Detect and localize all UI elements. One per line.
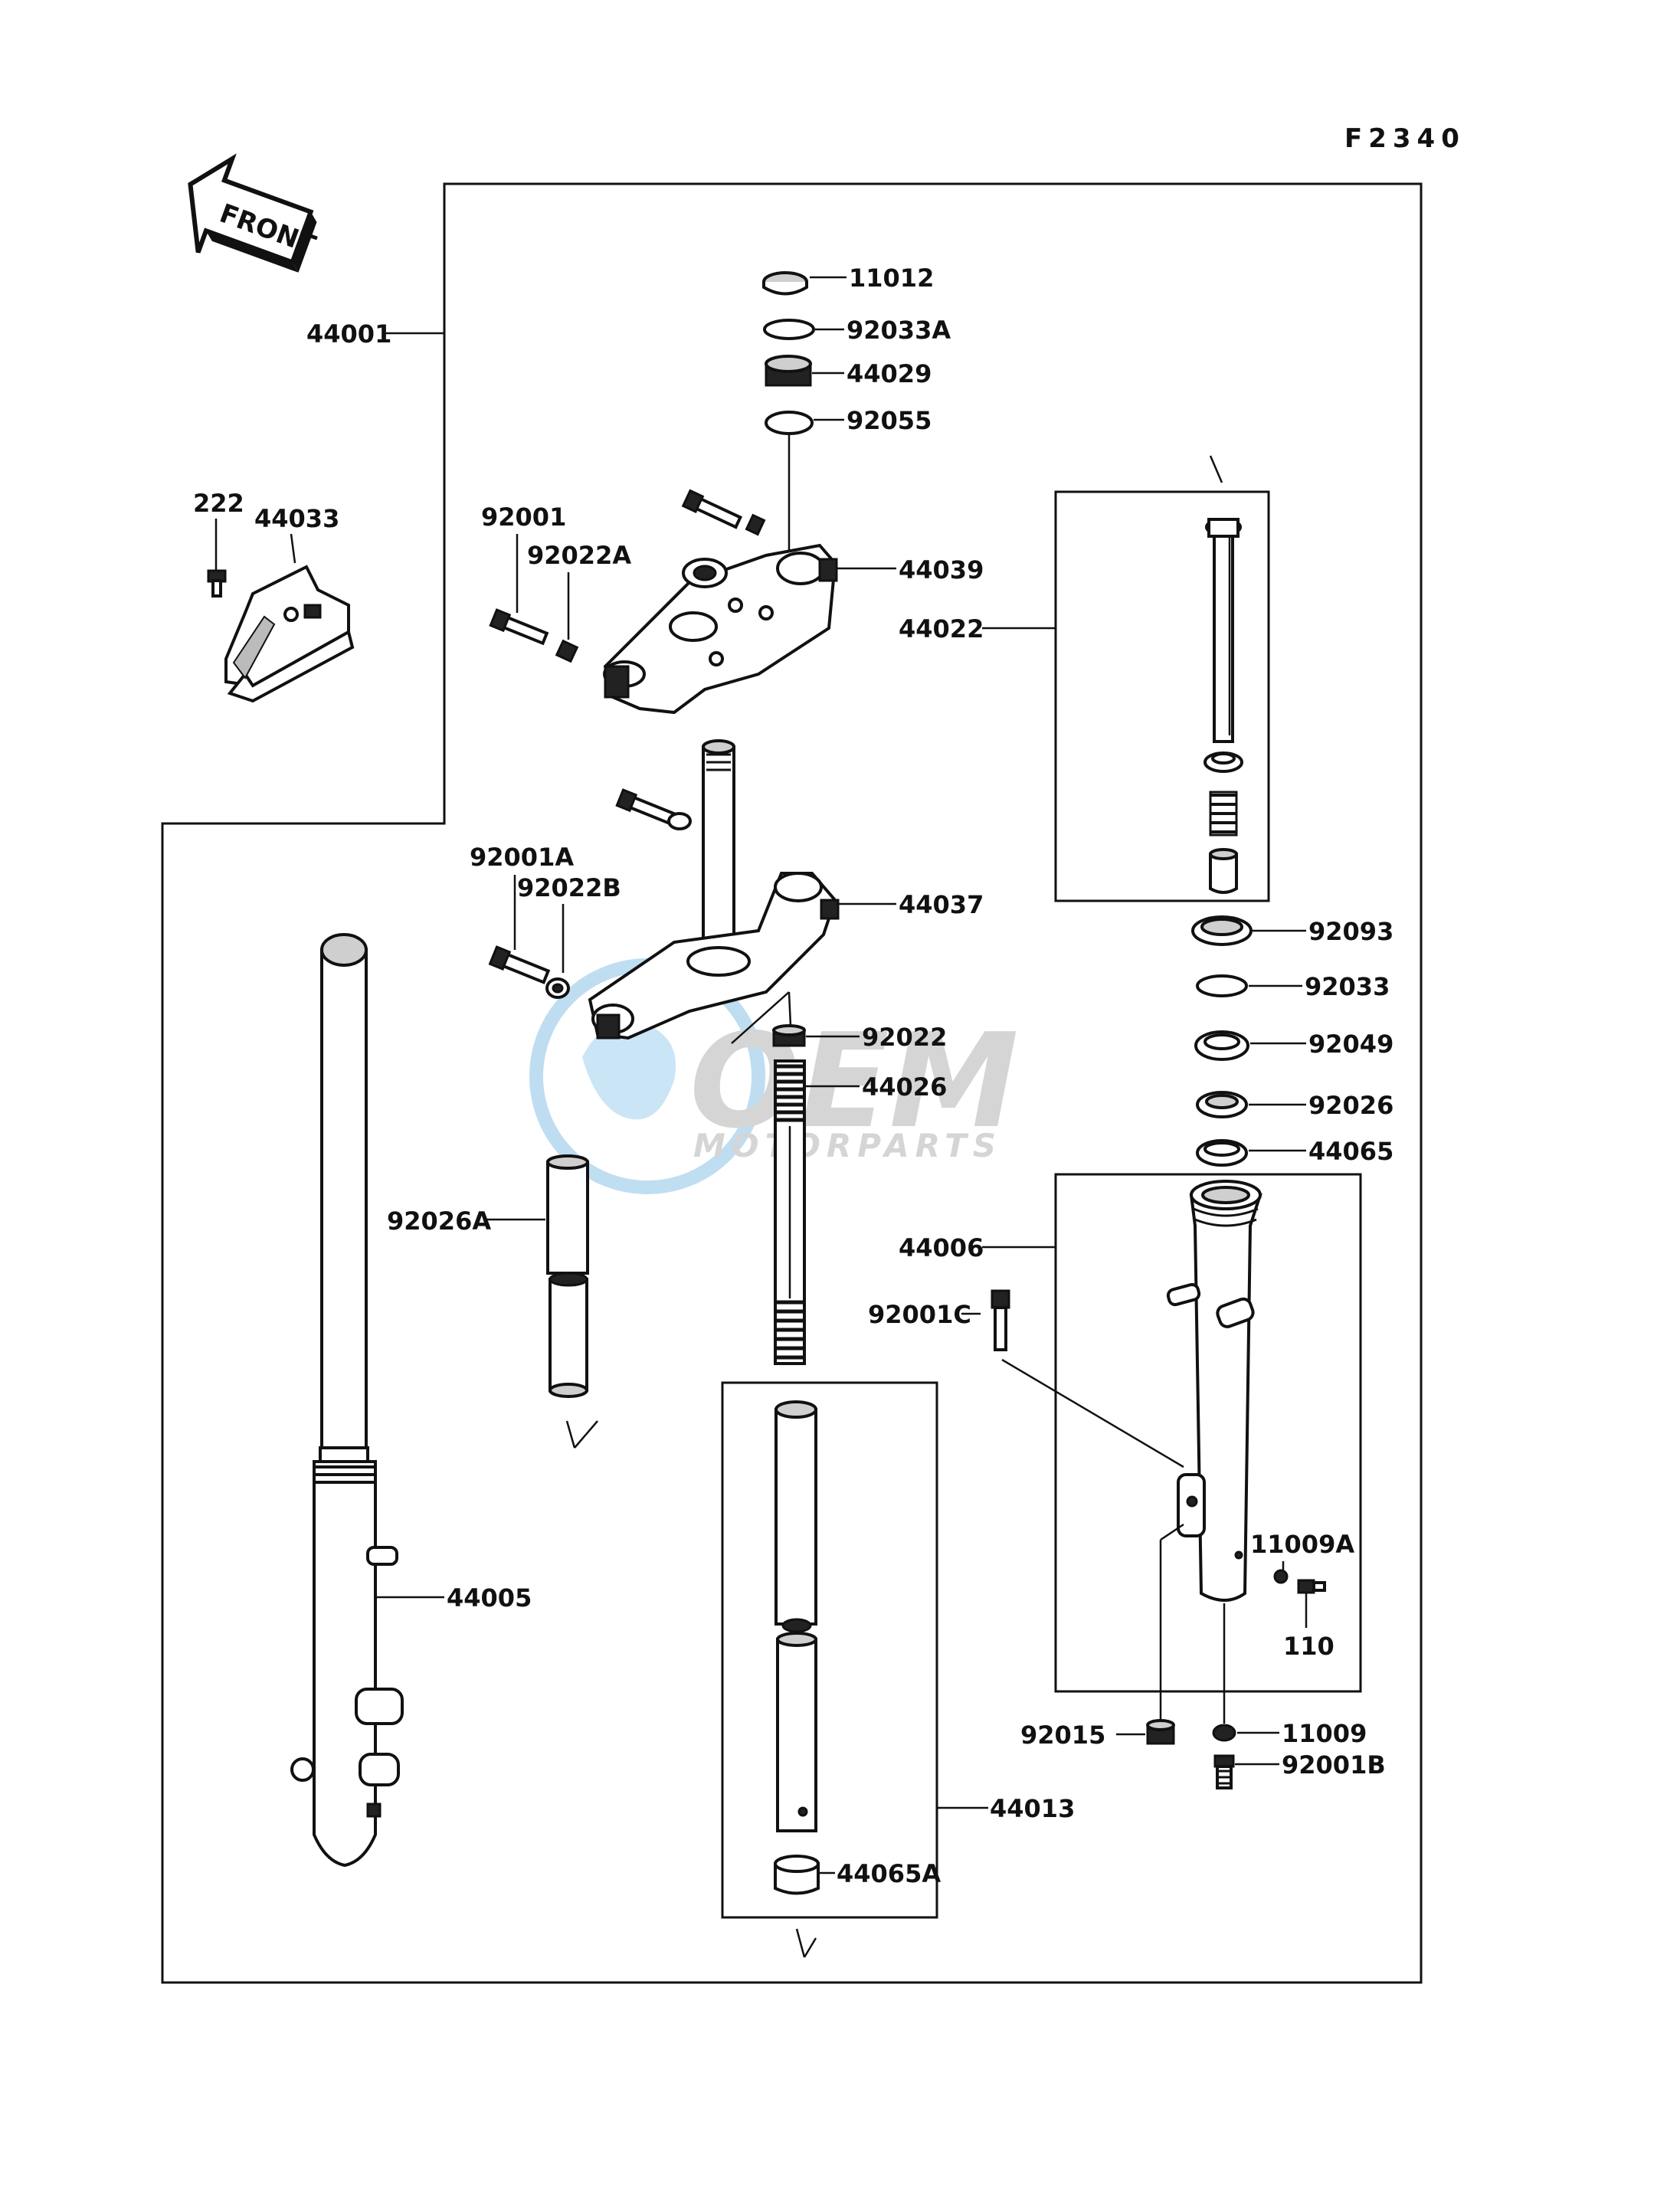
front-arrow-icon: FRONT	[188, 153, 320, 273]
cap-11012	[762, 271, 808, 296]
label-11009: 11009	[1282, 1719, 1367, 1748]
slide-bushing-44065A	[774, 1855, 820, 1895]
box-44013	[721, 1381, 938, 1919]
label-92022B: 92022B	[517, 873, 621, 902]
dust-seal-92093	[1191, 915, 1253, 946]
label-92033: 92033	[1305, 972, 1390, 1001]
washer-92022B	[545, 977, 570, 999]
label-92026: 92026	[1308, 1091, 1393, 1120]
label-92026A: 92026A	[387, 1207, 491, 1236]
rebound-spring	[1209, 791, 1238, 837]
bolt-222	[207, 569, 227, 598]
washer-11009	[1212, 1724, 1236, 1742]
watermark-sub: MOTORPARTS	[693, 1127, 1002, 1164]
rebound-spring-ring	[1204, 751, 1243, 773]
label-92033A: 92033A	[847, 316, 951, 345]
label-92015: 92015	[1020, 1721, 1105, 1750]
label-92022A: 92022A	[527, 541, 631, 570]
circlip-92033	[1196, 974, 1248, 997]
damper-rod-44022	[1205, 518, 1242, 743]
label-222: 222	[193, 489, 244, 518]
label-44039: 44039	[899, 555, 984, 584]
box-44022	[1054, 490, 1270, 902]
label-44029: 44029	[847, 359, 932, 388]
figure-code: F2340	[1344, 123, 1465, 154]
spacer-92026A	[546, 1154, 589, 1398]
label-44001: 44001	[306, 319, 391, 349]
nut-92022A	[555, 639, 579, 663]
plug-44029	[765, 355, 812, 387]
label-92049: 92049	[1308, 1030, 1393, 1059]
label-44037: 44037	[899, 890, 984, 919]
oil-lock-piece	[1209, 848, 1238, 894]
inner-tube-44013	[775, 1400, 817, 1832]
label-44022: 44022	[899, 614, 984, 643]
oring-92033A	[763, 319, 815, 340]
washer-92022	[772, 1024, 806, 1047]
screw-110	[1297, 1579, 1326, 1594]
label-44026: 44026	[862, 1072, 947, 1102]
bolt-92001	[489, 608, 549, 646]
fork-leg-44005	[290, 933, 404, 1868]
label-92022: 92022	[862, 1023, 947, 1052]
label-44006: 44006	[899, 1233, 984, 1262]
label-44005: 44005	[447, 1583, 532, 1613]
label-92093: 92093	[1308, 917, 1393, 946]
label-92001: 92001	[481, 503, 566, 532]
label-110: 110	[1283, 1632, 1335, 1661]
assembly-outline	[161, 182, 1423, 1984]
label-44065: 44065	[1308, 1137, 1393, 1166]
steering-stem	[702, 739, 735, 971]
label-92001C: 92001C	[868, 1300, 971, 1329]
guide-bushing-44065	[1196, 1139, 1248, 1167]
washer-11009A	[1273, 1569, 1289, 1584]
label-92001B: 92001B	[1282, 1750, 1386, 1780]
upper-triple-clamp-44039	[603, 543, 838, 715]
label-11012: 11012	[849, 264, 934, 293]
label-92001A: 92001A	[470, 843, 574, 872]
label-44033: 44033	[254, 504, 339, 533]
box-44006	[1054, 1173, 1362, 1693]
washer-92026	[1196, 1091, 1248, 1118]
oring-92055	[765, 411, 814, 435]
label-44065A: 44065A	[837, 1859, 941, 1888]
lower-triple-clamp-44037	[588, 872, 840, 1040]
bolt-upper-clamp	[681, 489, 743, 529]
bolt-92001B	[1213, 1754, 1235, 1789]
bolt-92001C	[991, 1289, 1010, 1351]
bracket-44033	[224, 565, 355, 703]
label-44013: 44013	[990, 1794, 1075, 1823]
label-11009A: 11009A	[1250, 1530, 1354, 1559]
fork-spring-44026	[774, 1059, 806, 1365]
oil-seal-92049	[1194, 1030, 1249, 1061]
outer-tube-44006	[1166, 1180, 1262, 1602]
label-92055: 92055	[847, 406, 932, 435]
nut-92015	[1146, 1719, 1175, 1745]
bolt-stem-clamp	[615, 788, 677, 827]
bolt-92001A	[488, 945, 551, 984]
